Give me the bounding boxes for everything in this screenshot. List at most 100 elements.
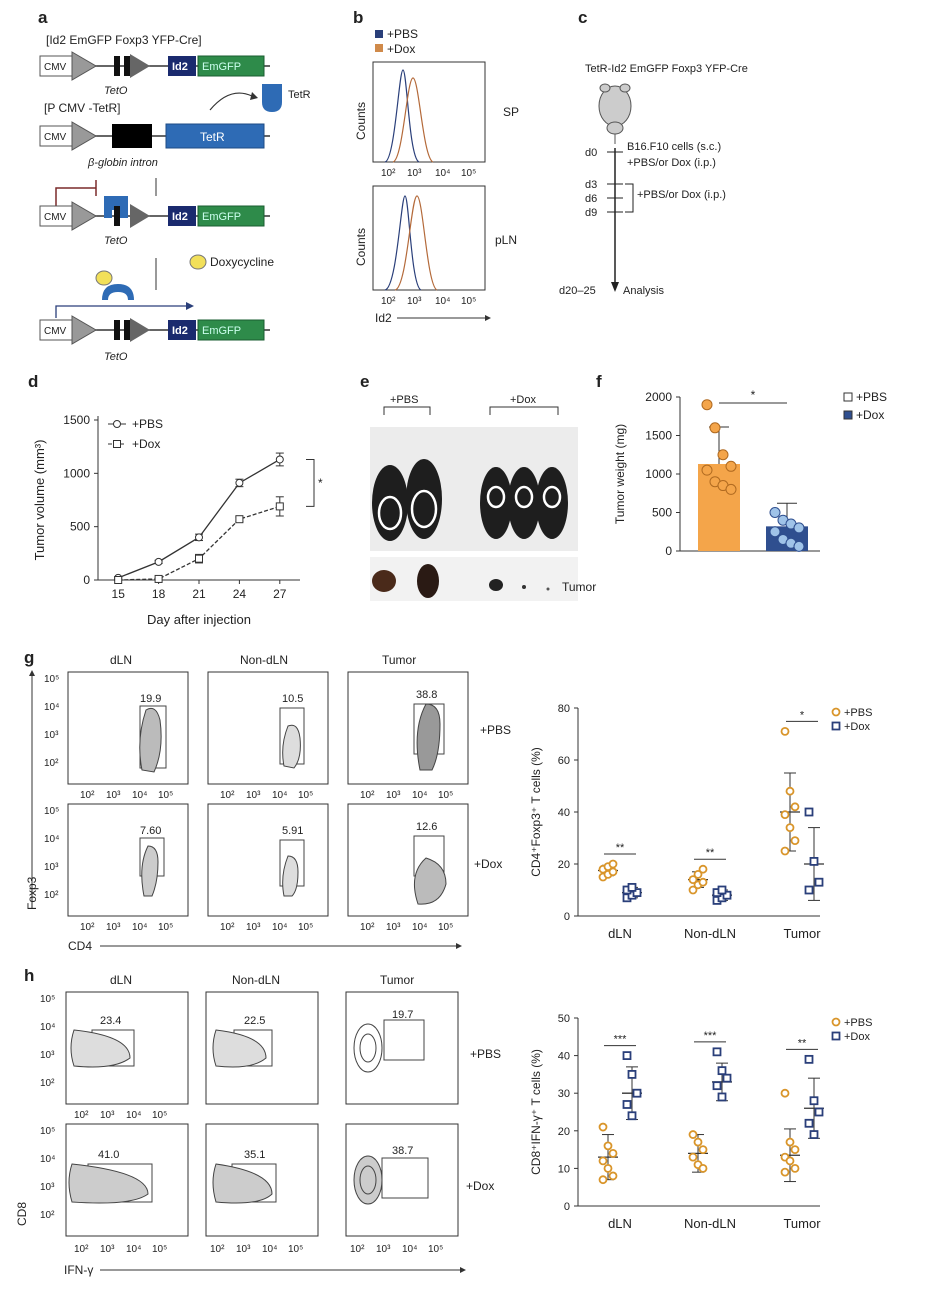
y-tick-label: 0	[564, 1201, 570, 1213]
svg-text:d9: d9	[585, 207, 597, 219]
svg-text:10³: 10³	[40, 1182, 55, 1193]
legend-label: +PBS	[844, 1017, 872, 1029]
flow-plot-h-dln-pbs: 23.4	[65, 991, 189, 1105]
svg-text:10²: 10²	[350, 1244, 365, 1255]
significance-star: **	[706, 847, 715, 859]
panel-b-histograms: +PBS +Dox SP Counts 10² 10³ 10⁴ 10⁵ pLN …	[354, 27, 519, 325]
svg-text:10²: 10²	[40, 1210, 55, 1221]
data-point	[804, 807, 814, 817]
svg-text:Non-dLN: Non-dLN	[232, 973, 280, 987]
tumor-circles	[377, 485, 562, 531]
svg-text:10⁵: 10⁵	[152, 1110, 167, 1121]
svg-text:10³: 10³	[407, 168, 422, 179]
svg-text:Analysis: Analysis	[623, 285, 664, 297]
data-point	[809, 1130, 819, 1139]
svg-text:10²: 10²	[40, 1078, 55, 1089]
x-tick-label: 15	[112, 587, 126, 601]
legend-marker	[831, 721, 841, 731]
x-category-label: Non-dLN	[684, 1216, 736, 1231]
data-point	[114, 576, 123, 584]
data-point	[725, 483, 737, 495]
svg-text:10⁴: 10⁴	[126, 1110, 141, 1121]
svg-text:10³: 10³	[236, 1244, 251, 1255]
tetr-protein-icon	[262, 84, 282, 112]
svg-text:10⁵: 10⁵	[288, 1244, 303, 1255]
svg-text:CD4: CD4	[68, 939, 92, 953]
panel-g-flow-plots: dLN Non-dLN Tumor 19.9 10.5 38.8 +PBS 7.…	[25, 653, 511, 953]
svg-text:10⁴: 10⁴	[132, 922, 147, 933]
data-point	[693, 869, 703, 879]
construct1-title: [Id2 EmGFP Foxp3 YFP-Cre]	[46, 33, 202, 47]
data-point	[608, 859, 618, 869]
data-point	[627, 882, 637, 892]
x-tick-label: 24	[233, 587, 247, 601]
significance-star: **	[616, 842, 625, 854]
data-point	[688, 1130, 698, 1139]
data-point	[698, 1163, 708, 1173]
svg-text:10⁴: 10⁴	[44, 702, 59, 713]
data-point	[698, 877, 708, 887]
y-tick-label: 10	[558, 1163, 570, 1175]
data-point	[195, 554, 203, 563]
data-point	[780, 1167, 790, 1177]
flow-plot-h-tumor-pbs: 19.7	[345, 991, 459, 1105]
svg-text:10⁵: 10⁵	[158, 790, 173, 801]
data-point	[195, 533, 203, 542]
svg-text:CMV: CMV	[44, 132, 67, 143]
svg-text:10⁵: 10⁵	[438, 790, 453, 801]
svg-text:dLN: dLN	[110, 653, 132, 667]
data-point	[598, 1175, 608, 1185]
svg-text:10³: 10³	[40, 1050, 55, 1061]
svg-text:+Dox: +Dox	[474, 857, 502, 871]
svg-text:Id2: Id2	[172, 211, 188, 223]
doxycycline-icon	[189, 254, 207, 270]
svg-text:EmGFP: EmGFP	[202, 211, 241, 223]
svg-text:10²: 10²	[381, 168, 396, 179]
data-point	[622, 1100, 632, 1109]
data-point	[717, 885, 727, 895]
data-point	[712, 1081, 722, 1091]
data-point	[793, 522, 805, 534]
svg-text:Doxycycline: Doxycycline	[210, 255, 274, 269]
svg-text:dLN: dLN	[110, 973, 132, 987]
y-tick-label: 1500	[63, 413, 90, 427]
svg-text:Tumor: Tumor	[380, 973, 414, 987]
svg-text:10²: 10²	[44, 890, 59, 901]
svg-text:TetO: TetO	[104, 351, 128, 363]
svg-text:Id2: Id2	[172, 325, 188, 337]
svg-text:EmGFP: EmGFP	[202, 61, 241, 73]
svg-text:pLN: pLN	[495, 233, 517, 247]
data-point	[235, 478, 244, 487]
svg-text:10⁴: 10⁴	[44, 834, 59, 845]
svg-text:38.8: 38.8	[416, 689, 437, 701]
y-tick-label: 30	[558, 1088, 570, 1100]
svg-text:10⁵: 10⁵	[40, 994, 55, 1005]
y-tick-label: 80	[558, 703, 570, 715]
flow-plot-g-nondln-pbs: 10.5	[207, 671, 329, 785]
svg-text:10⁴: 10⁴	[402, 1244, 417, 1255]
svg-text:Id2: Id2	[172, 61, 188, 73]
svg-text:Counts: Counts	[354, 228, 368, 266]
data-point	[608, 1171, 618, 1181]
svg-text:β-globin intron: β-globin intron	[87, 157, 158, 169]
data-point	[627, 1070, 637, 1079]
svg-text:Non-dLN: Non-dLN	[240, 653, 288, 667]
svg-text:IFN-γ: IFN-γ	[64, 1263, 93, 1277]
data-point	[780, 727, 790, 736]
svg-text:10⁴: 10⁴	[262, 1244, 277, 1255]
y-tick-label: 20	[558, 859, 570, 871]
svg-text:10²: 10²	[80, 922, 95, 933]
data-point	[712, 1047, 722, 1057]
panel-c-timeline: TetR-Id2 EmGFP Foxp3 YFP-Cre d0 B16.F10 …	[559, 63, 748, 297]
data-point	[790, 1163, 800, 1173]
svg-text:d0: d0	[585, 147, 597, 159]
flow-plot-g-dln-pbs: 19.9	[67, 671, 189, 785]
y-tick-label: 50	[558, 1013, 570, 1025]
x-category-label: dLN	[608, 1216, 632, 1231]
svg-text:CMV: CMV	[44, 62, 67, 73]
svg-text:B16.F10 cells (s.c.): B16.F10 cells (s.c.)	[627, 141, 721, 153]
x-axis-label: Day after injection	[147, 612, 251, 627]
data-point	[688, 1152, 698, 1162]
svg-text:10²: 10²	[210, 1244, 225, 1255]
data-point	[780, 810, 790, 819]
